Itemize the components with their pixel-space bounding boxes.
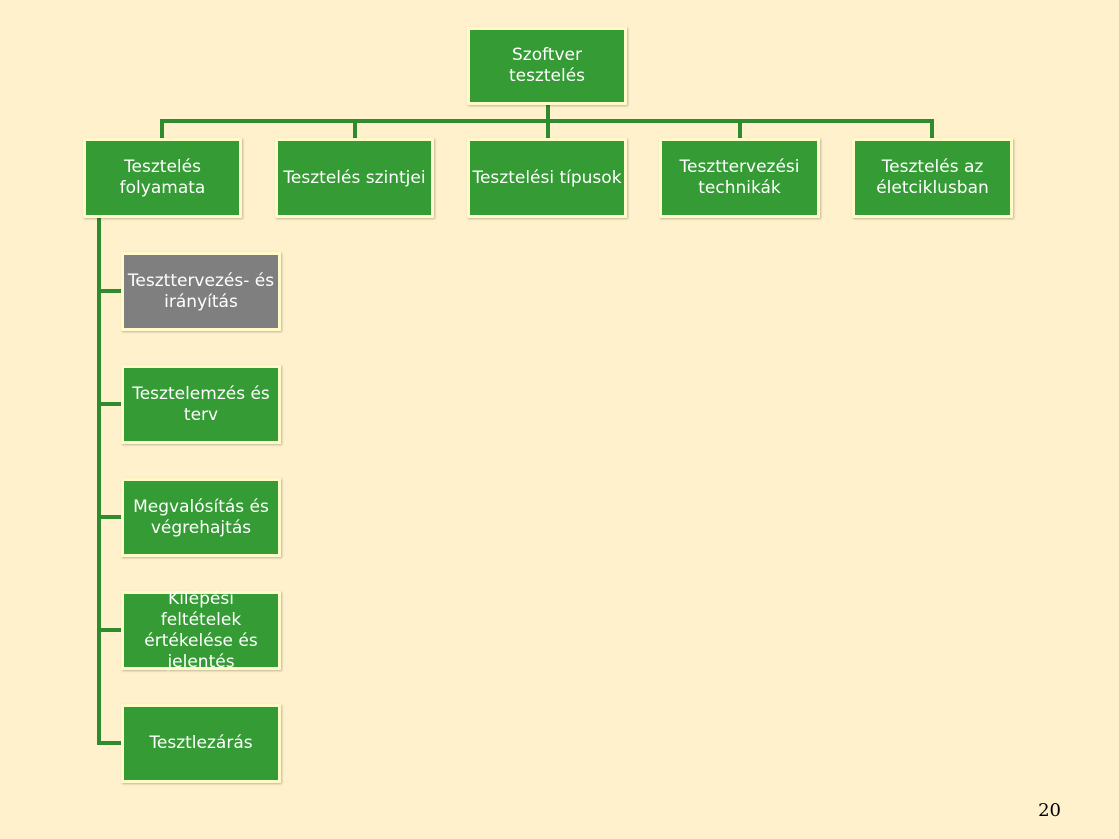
node-sub-tesztlezárás: Tesztlezárás — [121, 704, 281, 783]
page-number: 20 — [1038, 800, 1061, 821]
node-branch-teszttervezési-technikák: Teszttervezési technikák — [659, 138, 820, 218]
node-sub-teszttervezés-irányítás: Teszttervezés- és irányítás — [121, 252, 281, 331]
node-sub-kilépési-feltételek: Kilépési feltételek értékelése és jelent… — [121, 589, 281, 672]
node-branch-tesztelési-típusok: Tesztelési típusok — [467, 138, 627, 218]
node-branch-tesztelés-az-életciklusban: Tesztelés az életciklusban — [852, 138, 1013, 218]
node-branch-tesztelés-folyamata: Tesztelés folyamata — [83, 138, 242, 218]
node-root: Szoftver tesztelés — [467, 27, 627, 105]
node-sub-tesztelemzés-terv: Tesztelemzés és terv — [121, 365, 281, 444]
node-sub-megvalósítás-végrehajtás: Megvalósítás és végrehajtás — [121, 478, 281, 557]
node-branch-tesztelés-szintjei: Tesztelés szintjei — [275, 138, 434, 218]
